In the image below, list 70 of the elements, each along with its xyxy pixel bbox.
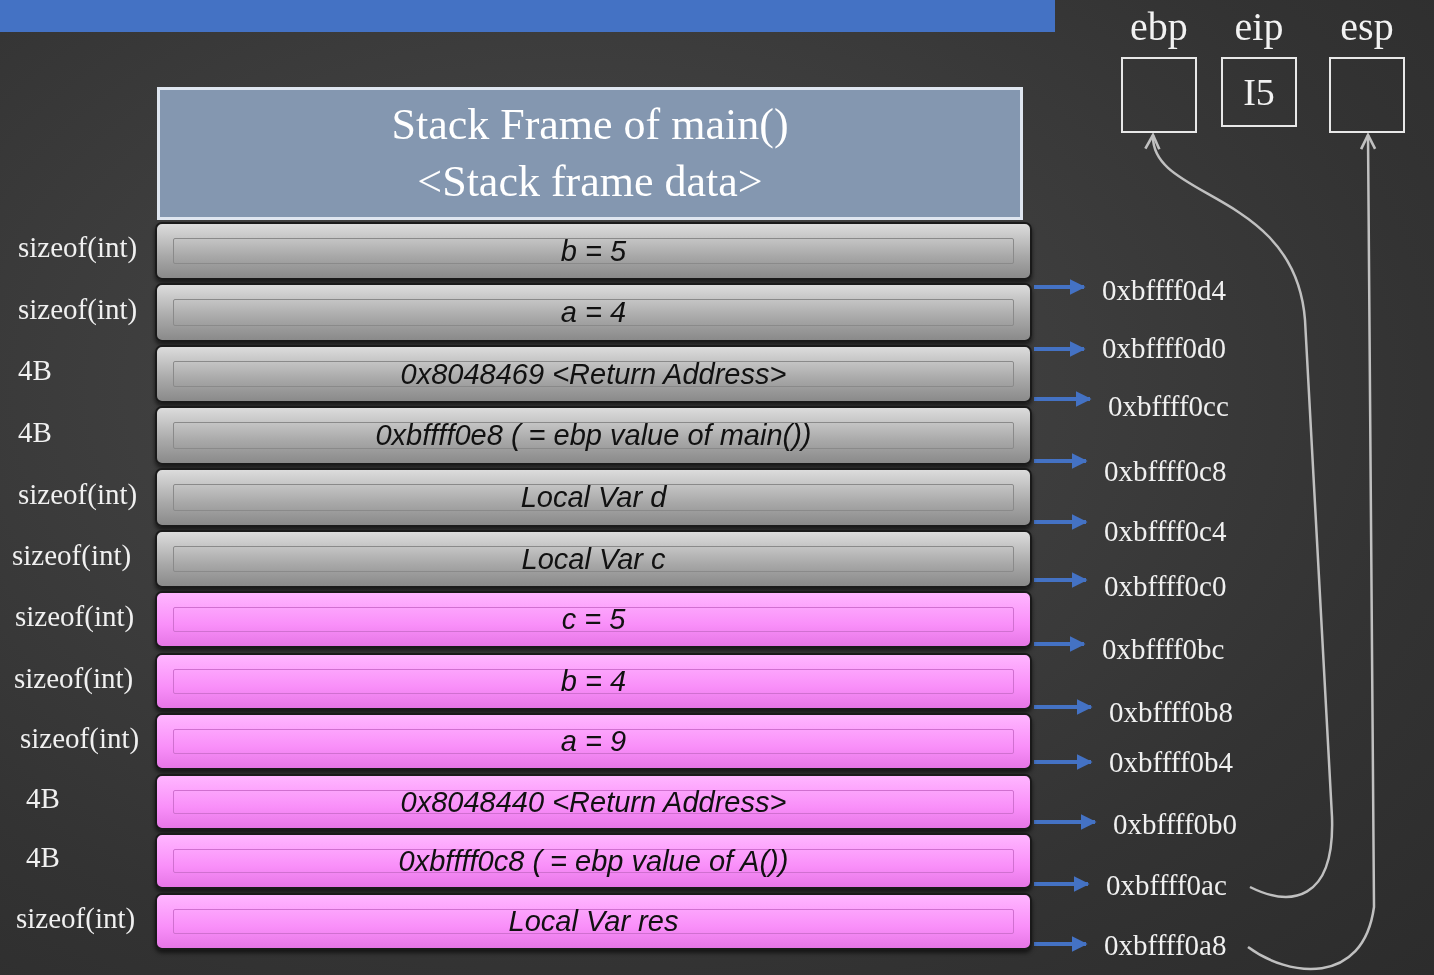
arrow [1034,876,1090,892]
address-label: 0xbffff0d4 [1102,273,1227,307]
arrow [1034,814,1097,830]
arrow [1034,341,1086,357]
address-label: 0xbffff0b0 [1113,807,1238,841]
address-label: 0xbffff0ac [1106,868,1227,902]
stack-slot [155,713,1032,770]
arrow [1034,279,1086,295]
stack-slot [155,653,1032,710]
curved-arrow [1247,133,1377,971]
header-text: <Stack frame data> [417,155,763,208]
size-label: 4B [26,842,60,872]
address-label: 0xbffff0cc [1108,389,1229,423]
size-label: sizeof(int) [18,294,138,323]
address-label: 0xbffff0a8 [1104,928,1227,962]
arrow [1034,699,1093,715]
stack-slot [155,468,1032,527]
stack-slot [155,283,1032,342]
register-name: eip [1234,7,1284,47]
address-label: 0xbffff0c8 [1104,454,1227,488]
address-label: 0xbffff0d0 [1102,331,1227,365]
slot-value: a = 4 [560,296,627,329]
register-name: esp [1340,7,1394,47]
size-label: 4B [18,417,52,446]
arrow [1034,572,1088,588]
size-label: 4B [18,355,52,385]
size-label: sizeof(int) [20,723,140,752]
header-text: Stack Frame of main() [391,98,789,151]
slot-value: b = 4 [560,665,627,698]
slot-value: b = 5 [560,234,627,268]
stack-slot [155,833,1032,889]
stack-slot [155,406,1032,465]
address-label: 0xbffff0c4 [1104,514,1227,548]
stack-slot [155,530,1032,588]
address-label: 0xbffff0b8 [1109,695,1234,729]
size-label: sizeof(int) [18,232,138,262]
slot-value: Local Var c [521,542,666,576]
stack-frame-header [157,87,1023,220]
arrow [1034,936,1088,952]
address-label: 0xbffff0bc [1102,632,1225,666]
size-label: sizeof(int) [15,601,135,630]
stack-slot [155,774,1032,830]
slot-value: 0xbffff0c8 ( = ebp value of A()) [398,844,789,878]
register-name: ebp [1130,7,1188,47]
curved-arrow [1146,133,1334,898]
size-label: sizeof(int) [16,903,136,932]
register-value: I5 [1243,73,1275,111]
arrow [1034,636,1086,652]
slot-value: 0xbffff0e8 ( = ebp value of main()) [375,419,812,452]
slot-value: Local Var res [508,905,679,938]
arrow [1034,754,1093,770]
arrow [1034,514,1088,530]
size-label: sizeof(int) [12,540,132,570]
slot-value: 0x8048440 <Return Address> [400,785,787,819]
address-label: 0xbffff0b4 [1109,745,1234,779]
stack-slot [155,222,1032,280]
arrow [1034,391,1092,407]
arrow [1034,453,1088,469]
title-bar [0,0,1055,32]
stack-slot [155,893,1032,950]
slot-value: 0x8048469 <Return Address> [400,357,787,391]
size-label: 4B [26,783,60,813]
size-label: sizeof(int) [18,479,138,508]
slot-value: c = 5 [561,603,626,636]
stack-slot [155,591,1032,648]
size-label: sizeof(int) [14,663,134,692]
address-label: 0xbffff0c0 [1104,569,1227,603]
slot-value: a = 9 [560,725,627,758]
stack-slot [155,345,1032,403]
slot-value: Local Var d [520,481,667,514]
